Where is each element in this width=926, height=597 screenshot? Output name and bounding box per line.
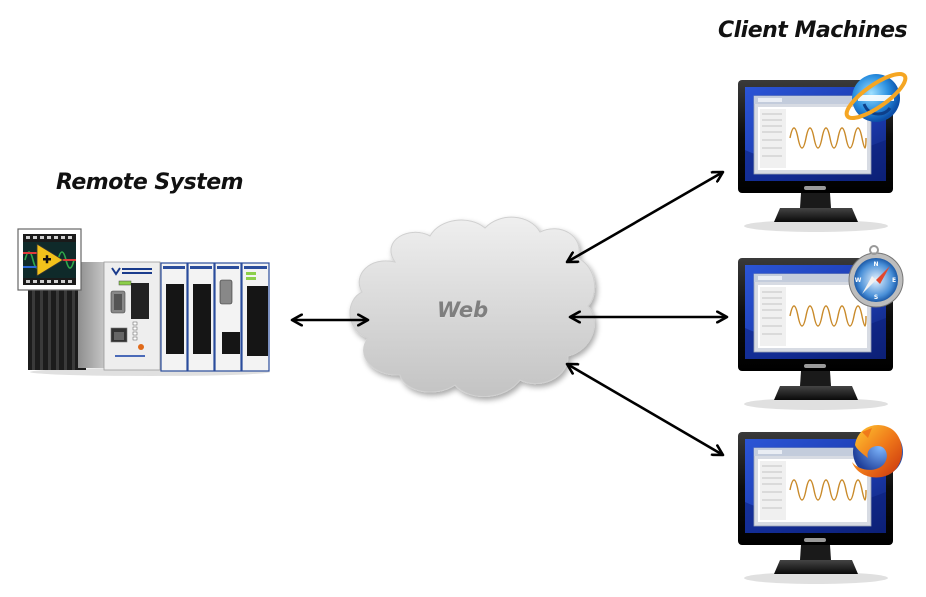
web-label: Web [437,298,489,322]
web-cloud [349,216,596,397]
svg-text:N: N [873,261,878,268]
svg-text:E: E [892,277,896,284]
remote-system-label: Remote System [56,170,244,195]
svg-text:W: W [855,277,862,284]
firefox-icon [852,425,903,478]
controller [103,261,161,371]
io-module [187,262,215,372]
svg-text:S: S [874,294,878,301]
arrow-web-client-3 [567,364,723,455]
io-module [214,262,242,372]
client-machines-label: Client Machines [718,18,908,43]
io-module [160,262,188,372]
labview-icon [17,228,82,291]
safari-icon: N S E W [848,245,904,308]
connection-arrows [292,172,727,455]
ie-icon [844,71,908,122]
arrow-web-client-1 [567,172,723,262]
io-modules [160,262,270,372]
io-module [241,262,270,372]
remote-system-hardware [28,261,270,376]
